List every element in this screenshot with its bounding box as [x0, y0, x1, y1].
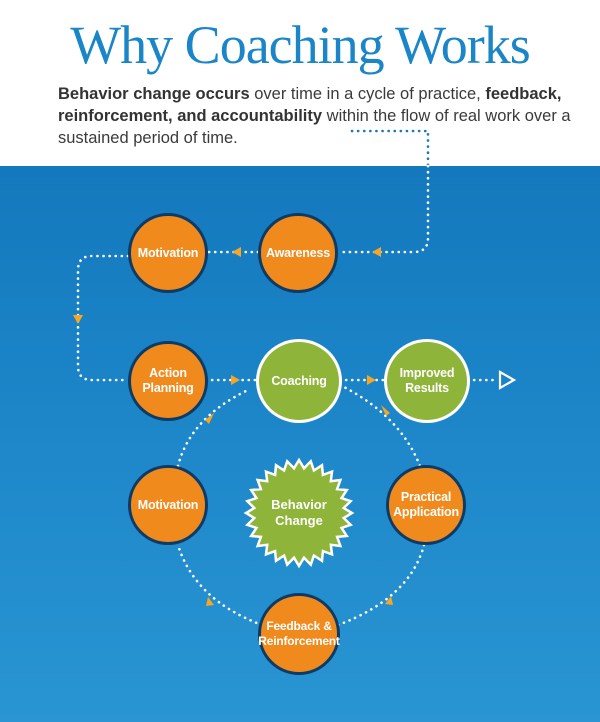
arrow-action-planning: [231, 375, 240, 385]
arrow-action-return: [205, 413, 214, 424]
arrow-left-loop: [73, 315, 83, 324]
arrow-feedback: [385, 596, 393, 605]
node-coaching: Coaching: [256, 339, 342, 423]
connector-subtitle: [350, 129, 430, 168]
subtitle-bold-1: Behavior change occurs: [58, 85, 250, 103]
arrow-awareness: [372, 247, 381, 257]
arrow-motivation: [232, 247, 241, 257]
node-coaching-label: Coaching: [271, 373, 327, 388]
ring-coaching-practical: [338, 383, 422, 468]
node-motivation-bottom: Motivation: [128, 465, 208, 545]
arrow-motivation-bottom: [206, 597, 214, 606]
header: Why Coaching Works Behavior change occur…: [0, 0, 600, 166]
subtitle-text-2: within the flow of real work over a sust…: [58, 107, 571, 147]
node-motivation-top-label: Motivation: [137, 245, 199, 260]
arrow-practical: [381, 405, 390, 416]
node-awareness-label: Awareness: [266, 245, 330, 260]
node-motivation-bottom-label: Motivation: [137, 497, 199, 512]
subtitle: Behavior change occurs over time in a cy…: [58, 83, 578, 149]
behavior-change-burst: [243, 457, 355, 569]
ring-motivation-action: [176, 388, 250, 468]
arrow-out-icon: [498, 370, 517, 390]
node-awareness: Awareness: [258, 213, 338, 293]
ring-practical-feedback: [336, 543, 426, 627]
node-motivation-top: Motivation: [128, 213, 208, 293]
connector-motivation-action: [76, 254, 130, 382]
arrow-improved-results: [367, 375, 376, 385]
ring-feedback-motivation: [176, 543, 264, 627]
node-feedback-reinforcement-label: Feedback &Reinforcement: [258, 619, 340, 648]
subtitle-bold-2: feedback, reinforcement, and accountabil…: [58, 85, 562, 125]
page-title: Why Coaching Works: [70, 15, 531, 75]
subtitle-text-1: over time in a cycle of practice,: [249, 85, 486, 103]
connector-to-awareness: [336, 164, 430, 254]
node-feedback-reinforcement: Feedback &Reinforcement: [258, 593, 340, 675]
